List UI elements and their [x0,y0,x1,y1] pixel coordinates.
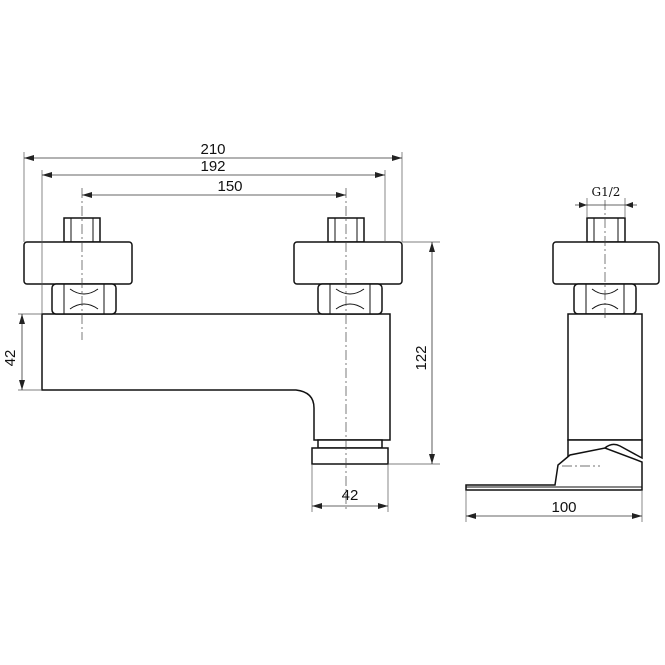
dim-label-42-horizontal: 42 [342,487,359,504]
side-thread [586,217,626,243]
dim-label-150: 150 [217,178,242,195]
dim-label-122: 122 [413,345,430,370]
side-lever [465,447,643,491]
dim-label-thread: G1/2 [592,185,621,199]
dim-label-192: 192 [200,158,225,175]
mixer-body [41,313,391,441]
right-connection [293,217,403,315]
left-connection [23,217,133,315]
spout-outlet [311,447,389,465]
dim-label-42-vertical: 42 [2,350,19,367]
dim-label-210: 210 [200,141,225,158]
side-body [567,313,643,441]
left-flange [23,241,133,285]
side-view: G1/2 100 [465,185,660,522]
right-flange [293,241,403,285]
left-nut [51,283,117,315]
side-flange [552,241,660,285]
front-view: 210 192 150 42 122 42 [2,141,440,512]
dim-label-100: 100 [551,499,576,516]
right-nut [317,283,383,315]
spout-ring [317,439,383,449]
